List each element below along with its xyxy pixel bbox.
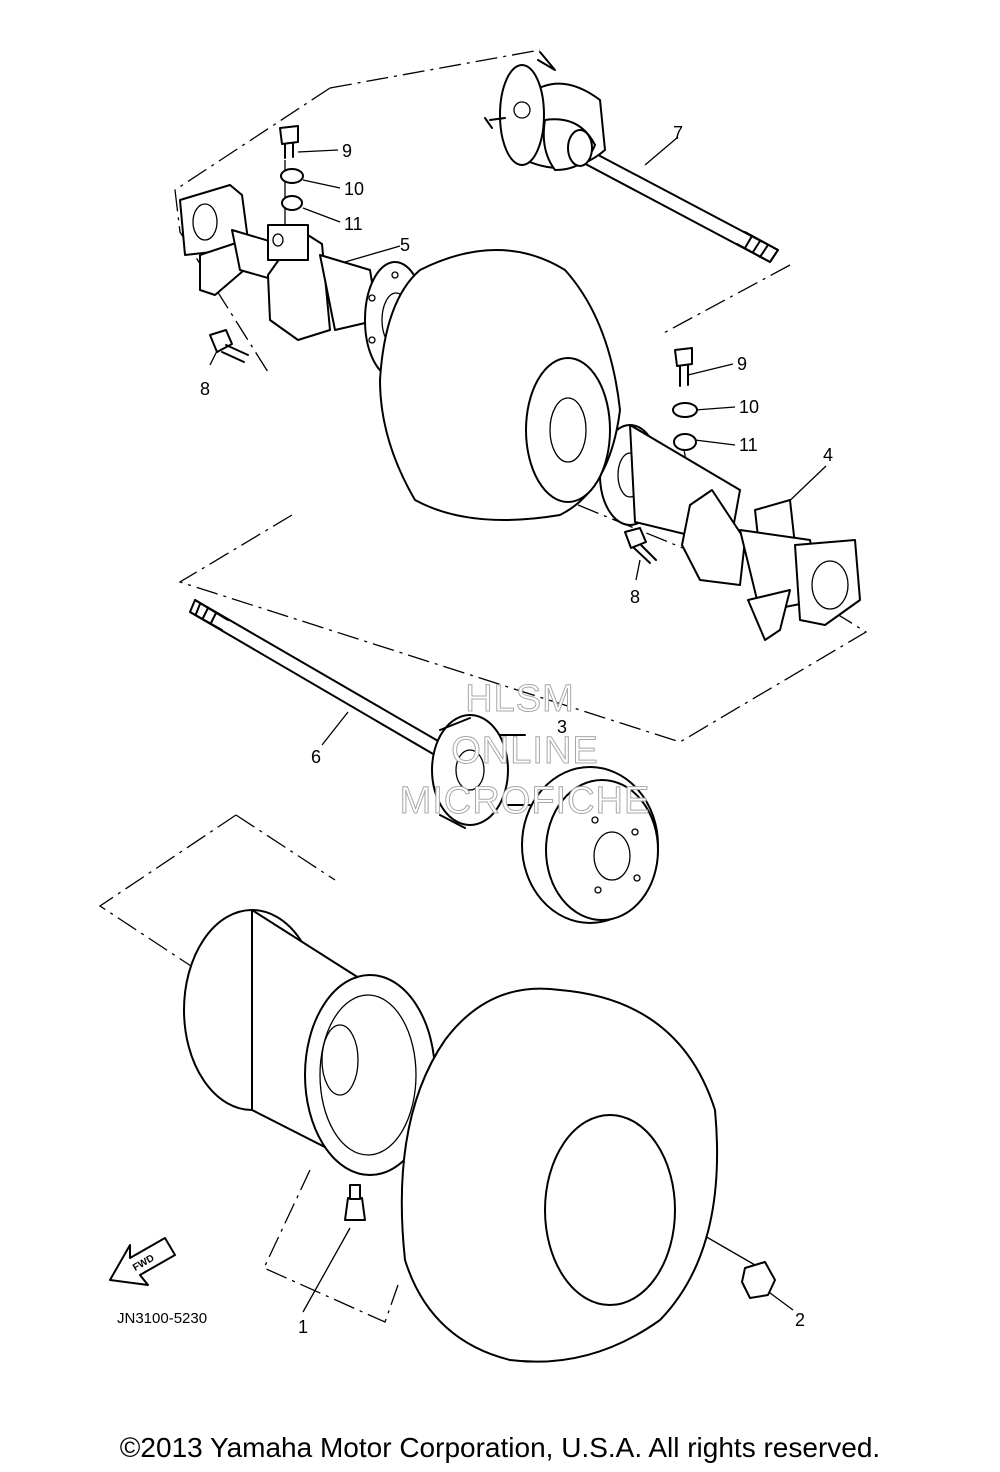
bolt-9-lower bbox=[674, 347, 693, 387]
washer-10-lower bbox=[672, 402, 698, 418]
leader-bolt-9-lower bbox=[687, 363, 734, 376]
part-2-lug-nut bbox=[741, 1261, 776, 1299]
callout-part-4: 4 bbox=[823, 445, 834, 465]
callout-part-2: 2 bbox=[795, 1310, 806, 1330]
forward-direction-arrow: FWD bbox=[109, 1237, 176, 1286]
leader-bolt-9-upper bbox=[297, 149, 339, 153]
callout-part-9-lower: 9 bbox=[737, 354, 748, 374]
part-6-axle-shaft bbox=[189, 599, 531, 829]
leader-washer-10-upper bbox=[302, 179, 341, 189]
watermark-line-2: ONLINE bbox=[451, 730, 599, 773]
part-7-axle-shaft bbox=[484, 51, 779, 263]
front-tire bbox=[400, 987, 719, 1363]
rear-tire-background bbox=[379, 249, 621, 521]
copyright-notice: ©2013 Yamaha Motor Corporation, U.S.A. A… bbox=[119, 1432, 881, 1463]
leader-bolt-8-lower bbox=[635, 559, 641, 581]
callout-part-11-lower: 11 bbox=[739, 435, 758, 455]
callout-part-8-lower: 8 bbox=[630, 587, 641, 607]
leader-part-1 bbox=[302, 1227, 351, 1313]
leader-part-5 bbox=[344, 245, 401, 263]
watermark-line-3: MICROFICHE bbox=[399, 780, 651, 823]
callout-part-9-upper: 9 bbox=[342, 141, 353, 161]
callout-part-8-upper: 8 bbox=[200, 379, 211, 399]
leader-part-2 bbox=[765, 1289, 794, 1311]
part-4-axle-housing-right bbox=[599, 424, 861, 641]
part-3-brake-drum bbox=[521, 766, 659, 924]
upper-assembly-outline-right bbox=[659, 264, 791, 336]
callout-part-5: 5 bbox=[400, 235, 411, 255]
upper-assembly-outline bbox=[174, 87, 331, 373]
lower-assembly-outline bbox=[98, 814, 237, 969]
upper-assembly-outline-top bbox=[329, 49, 541, 89]
callout-part-11-upper: 11 bbox=[344, 214, 363, 234]
leader-part-6 bbox=[321, 711, 349, 746]
diagram-code: JN3100-5230 bbox=[117, 1310, 208, 1327]
middle-assembly-outline bbox=[178, 514, 868, 743]
valve-outline bbox=[263, 1169, 399, 1323]
washer-10-upper bbox=[280, 168, 304, 184]
valve-stem bbox=[344, 1184, 366, 1221]
callout-part-10-lower: 10 bbox=[739, 397, 760, 417]
collar-11-lower bbox=[673, 433, 697, 451]
callout-part-6: 6 bbox=[311, 747, 322, 767]
part-1-wheel-rim bbox=[183, 909, 436, 1176]
lower-assembly-outline-right bbox=[235, 814, 336, 881]
bolt-9-upper bbox=[279, 125, 299, 159]
leader-part-7 bbox=[644, 136, 679, 166]
leader-collar-11-lower bbox=[694, 439, 736, 446]
callout-part-10-upper: 10 bbox=[344, 179, 365, 199]
callout-part-7: 7 bbox=[673, 123, 684, 143]
callout-part-3: 3 bbox=[557, 717, 568, 737]
bolt-8-upper bbox=[209, 329, 249, 363]
watermark-line-1: HLSM bbox=[465, 678, 575, 721]
leader-collar-11-upper bbox=[302, 207, 341, 223]
bolt-8-lower bbox=[624, 527, 657, 564]
callout-part-1: 1 bbox=[298, 1317, 309, 1337]
leader-washer-10-lower bbox=[694, 406, 736, 411]
collar-11-upper bbox=[281, 195, 303, 211]
